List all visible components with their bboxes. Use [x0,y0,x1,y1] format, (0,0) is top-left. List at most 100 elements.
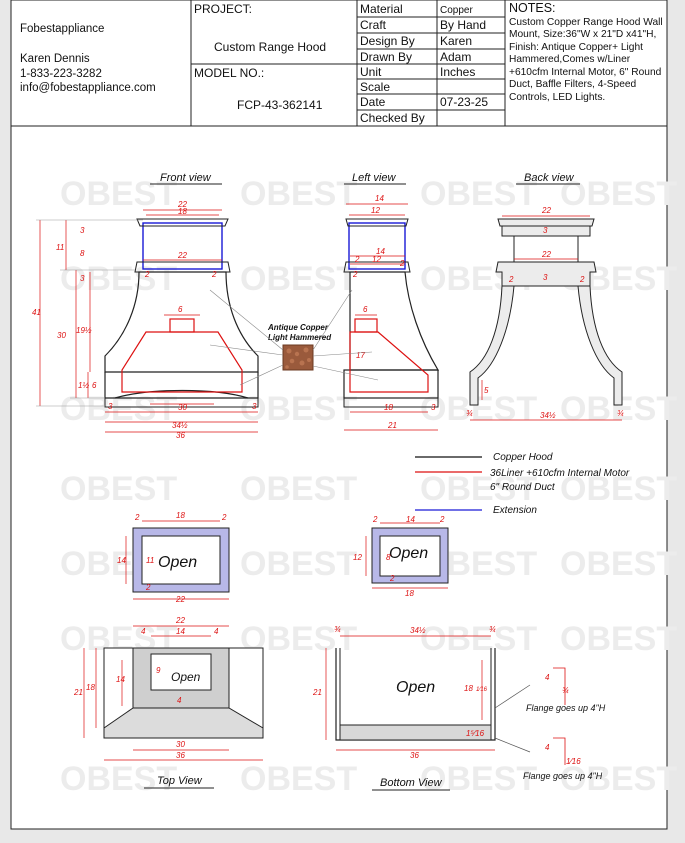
svg-text:12: 12 [372,255,381,264]
svg-text:07-23-25: 07-23-25 [440,95,488,109]
svg-text:2: 2 [134,513,140,522]
svg-text:2: 2 [508,275,514,284]
svg-text:OBEST: OBEST [420,760,537,798]
svg-text:Copper Hood: Copper Hood [493,452,553,463]
svg-text:OBEST: OBEST [420,620,537,658]
svg-text:18: 18 [176,511,185,520]
project-name: Custom Range Hood [214,40,326,54]
front-liner [121,331,243,393]
svg-text:2: 2 [145,583,151,592]
front-extension [142,222,223,270]
svg-text:2: 2 [399,259,405,268]
svg-text:41: 41 [32,308,41,317]
legend: Copper Hood 36Liner +610cfm Internal Mot… [415,452,630,516]
svg-text:2: 2 [221,513,227,522]
svg-text:Material: Material [360,2,403,16]
svg-text:Drawn By: Drawn By [360,50,412,64]
svg-text:OBEST: OBEST [560,470,677,508]
spec-table: Material Copper Craft By Hand Design By … [360,2,488,125]
svg-text:¾: ¾ [466,409,473,418]
watermark: OBEST OBEST OBEST OBEST OBEST OBEST OBES… [60,175,677,798]
back-view: 22 3 22 3 2 2 5 ¾ ¾ 34½ [466,206,624,421]
svg-text:36: 36 [410,751,419,760]
svg-text:Unit: Unit [360,65,382,79]
svg-text:Custom Copper Range Hood Wall: Custom Copper Range Hood Wall [509,17,663,28]
left-view: 14 12 14 12 2 2 2 6 17 18 3 21 [343,194,440,431]
svg-text:Open: Open [396,679,435,696]
svg-text:¾: ¾ [489,625,496,634]
extension-left-view: Open 2 14 2 12 8 2 18 [353,515,449,598]
svg-text:6" Round Duct: 6" Round Duct [490,482,556,493]
svg-text:8: 8 [386,553,391,562]
contact-phone: 1-833-223-3282 [20,68,102,80]
svg-text:34½: 34½ [540,411,556,420]
svg-text:OBEST: OBEST [560,545,677,583]
svg-text:22: 22 [541,250,551,259]
svg-text:14: 14 [406,515,415,524]
svg-text:Controls, LED Lights.: Controls, LED Lights. [509,92,605,103]
flange-detail-1: 4 ¾ Flange goes up 4"H [494,667,606,713]
top-view-title: Top View [157,775,203,787]
svg-text:OBEST: OBEST [240,545,357,583]
svg-text:30: 30 [178,403,187,412]
svg-text:OBEST: OBEST [560,620,677,658]
svg-text:34½: 34½ [410,626,426,635]
left-extension [348,222,406,270]
svg-text:34½: 34½ [172,421,188,430]
svg-text:3: 3 [252,402,257,411]
svg-text:14: 14 [176,627,185,636]
contact-name: Karen Dennis [20,53,90,65]
svg-text:22: 22 [177,200,187,209]
svg-text:30: 30 [176,740,185,749]
svg-text:8: 8 [80,249,85,258]
svg-text:1⁄16: 1⁄16 [566,757,581,766]
svg-text:3: 3 [80,226,85,235]
svg-text:+610cfm Internal Motor, 6" Rou: +610cfm Internal Motor, 6" Round [509,67,662,78]
svg-text:Mount, Size:36"W x 21"D x41"H,: Mount, Size:36"W x 21"D x41"H, [509,29,656,40]
svg-text:OBEST: OBEST [560,175,677,213]
back-view-title: Back view [524,172,575,184]
svg-text:Adam: Adam [440,50,471,64]
svg-text:11: 11 [56,243,64,252]
svg-text:14: 14 [117,556,126,565]
svg-text:22: 22 [177,251,187,260]
svg-text:Duct, Baffle Filters, 4-Speed: Duct, Baffle Filters, 4-Speed [509,79,637,90]
svg-text:Design By: Design By [360,34,415,48]
model-label: MODEL NO.: [194,66,264,80]
svg-text:3: 3 [543,273,548,282]
svg-text:17: 17 [356,351,365,360]
flange-note-2: Flange goes up 4"H [523,771,603,781]
svg-text:3: 3 [108,402,113,411]
svg-text:Finish: Antique Copper+ Light: Finish: Antique Copper+ Light [509,42,643,53]
svg-text:Hammered,Comes w/Liner: Hammered,Comes w/Liner [509,54,631,65]
svg-text:¾: ¾ [334,625,341,634]
svg-text:Scale: Scale [360,80,390,94]
svg-text:Antique Copper: Antique Copper [267,323,329,332]
contact-email: info@fobestappliance.com [20,82,156,94]
svg-text:12: 12 [353,553,362,562]
svg-text:18: 18 [178,207,187,216]
svg-text:19½: 19½ [76,326,92,335]
svg-text:1½: 1½ [78,381,89,390]
svg-text:Date: Date [360,95,386,109]
svg-text:2: 2 [352,270,358,279]
left-liner [349,331,429,393]
front-view: 22 18 3 8 3 22 11 41 30 19½ 6 2 2 1½ 6 3… [32,200,259,440]
open-label: Open [158,554,197,571]
svg-text:NOTES:: NOTES: [509,1,556,15]
svg-text:2: 2 [211,270,217,279]
title-block [11,0,667,127]
svg-text:OBEST: OBEST [240,760,357,798]
project-label: PROJECT: [194,2,252,16]
svg-text:1⁄16: 1⁄16 [476,687,488,693]
svg-text:OBEST: OBEST [60,260,177,298]
front-view-title: Front view [160,172,212,184]
svg-text:18: 18 [384,403,393,412]
extension-top-view: Open 18 2 2 14 11 2 22 [117,511,230,604]
svg-text:2: 2 [439,515,445,524]
svg-text:22: 22 [541,206,551,215]
svg-text:2: 2 [579,275,585,284]
svg-text:30: 30 [57,331,66,340]
svg-text:OBEST: OBEST [60,470,177,508]
front-duct [169,318,195,333]
